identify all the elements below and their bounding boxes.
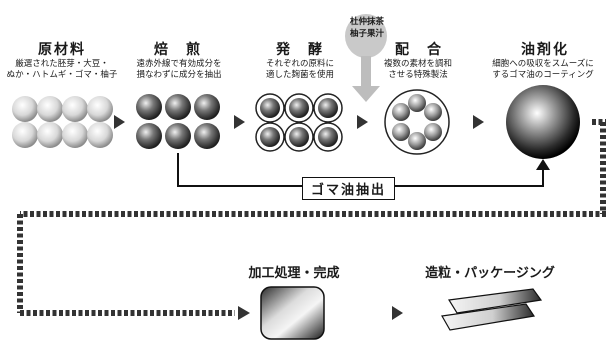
step-title-raw-material: 原材料 xyxy=(38,42,86,58)
step-desc-fermentation: それぞれの原料に適した麹菌を使用 xyxy=(265,59,335,80)
additive-bubble xyxy=(345,14,387,58)
flow-arrow-1 xyxy=(114,115,125,129)
oil-coating-sphere xyxy=(506,85,580,159)
additive-label: 杜仲抹茶柚子果汁 xyxy=(350,17,385,39)
step-desc-raw-material: 厳選された胚芽・大豆・ぬか・ハトムギ・ゴマ・柚子 xyxy=(6,59,118,80)
flow-arrow-4 xyxy=(473,115,484,129)
raw-material-spheres xyxy=(12,96,113,148)
dotted-connector xyxy=(17,119,606,316)
additive-arrow-head xyxy=(352,86,380,102)
additive-arrow-shaft xyxy=(361,56,371,88)
fermentation-spheres xyxy=(255,93,343,152)
step-title-oil-coating: 油剤化 xyxy=(521,42,569,58)
step-title-fermentation: 発 酵 xyxy=(276,42,324,58)
bottom-title-finishing: 加工処理・完成 xyxy=(248,266,340,281)
step-desc-roasting: 遠赤外線で有効成分を損なわずに成分を抽出 xyxy=(136,59,222,80)
finishing-box xyxy=(260,286,325,340)
bottom-arrow-2 xyxy=(392,306,403,320)
bottom-title-packaging: 造粒・パッケージング xyxy=(425,266,555,281)
package-sticks xyxy=(441,288,543,331)
step-title-blending: 配 合 xyxy=(395,42,443,58)
flow-arrow-2 xyxy=(234,115,245,129)
flow-arrow-3 xyxy=(357,115,368,129)
oil-extraction-label: ゴマ油抽出 xyxy=(302,177,396,200)
step-desc-blending: 複数の素材を調和させる特殊製法 xyxy=(383,59,453,80)
step-desc-oil-coating: 細胞への吸収をスムーズにするゴマ油のコーティング xyxy=(492,59,594,80)
roasting-spheres xyxy=(136,94,220,149)
bottom-arrow-1 xyxy=(238,306,250,320)
oil-extraction-arrowhead xyxy=(536,159,550,170)
blending-circle xyxy=(384,89,450,155)
step-title-roasting: 焙 煎 xyxy=(154,42,202,58)
